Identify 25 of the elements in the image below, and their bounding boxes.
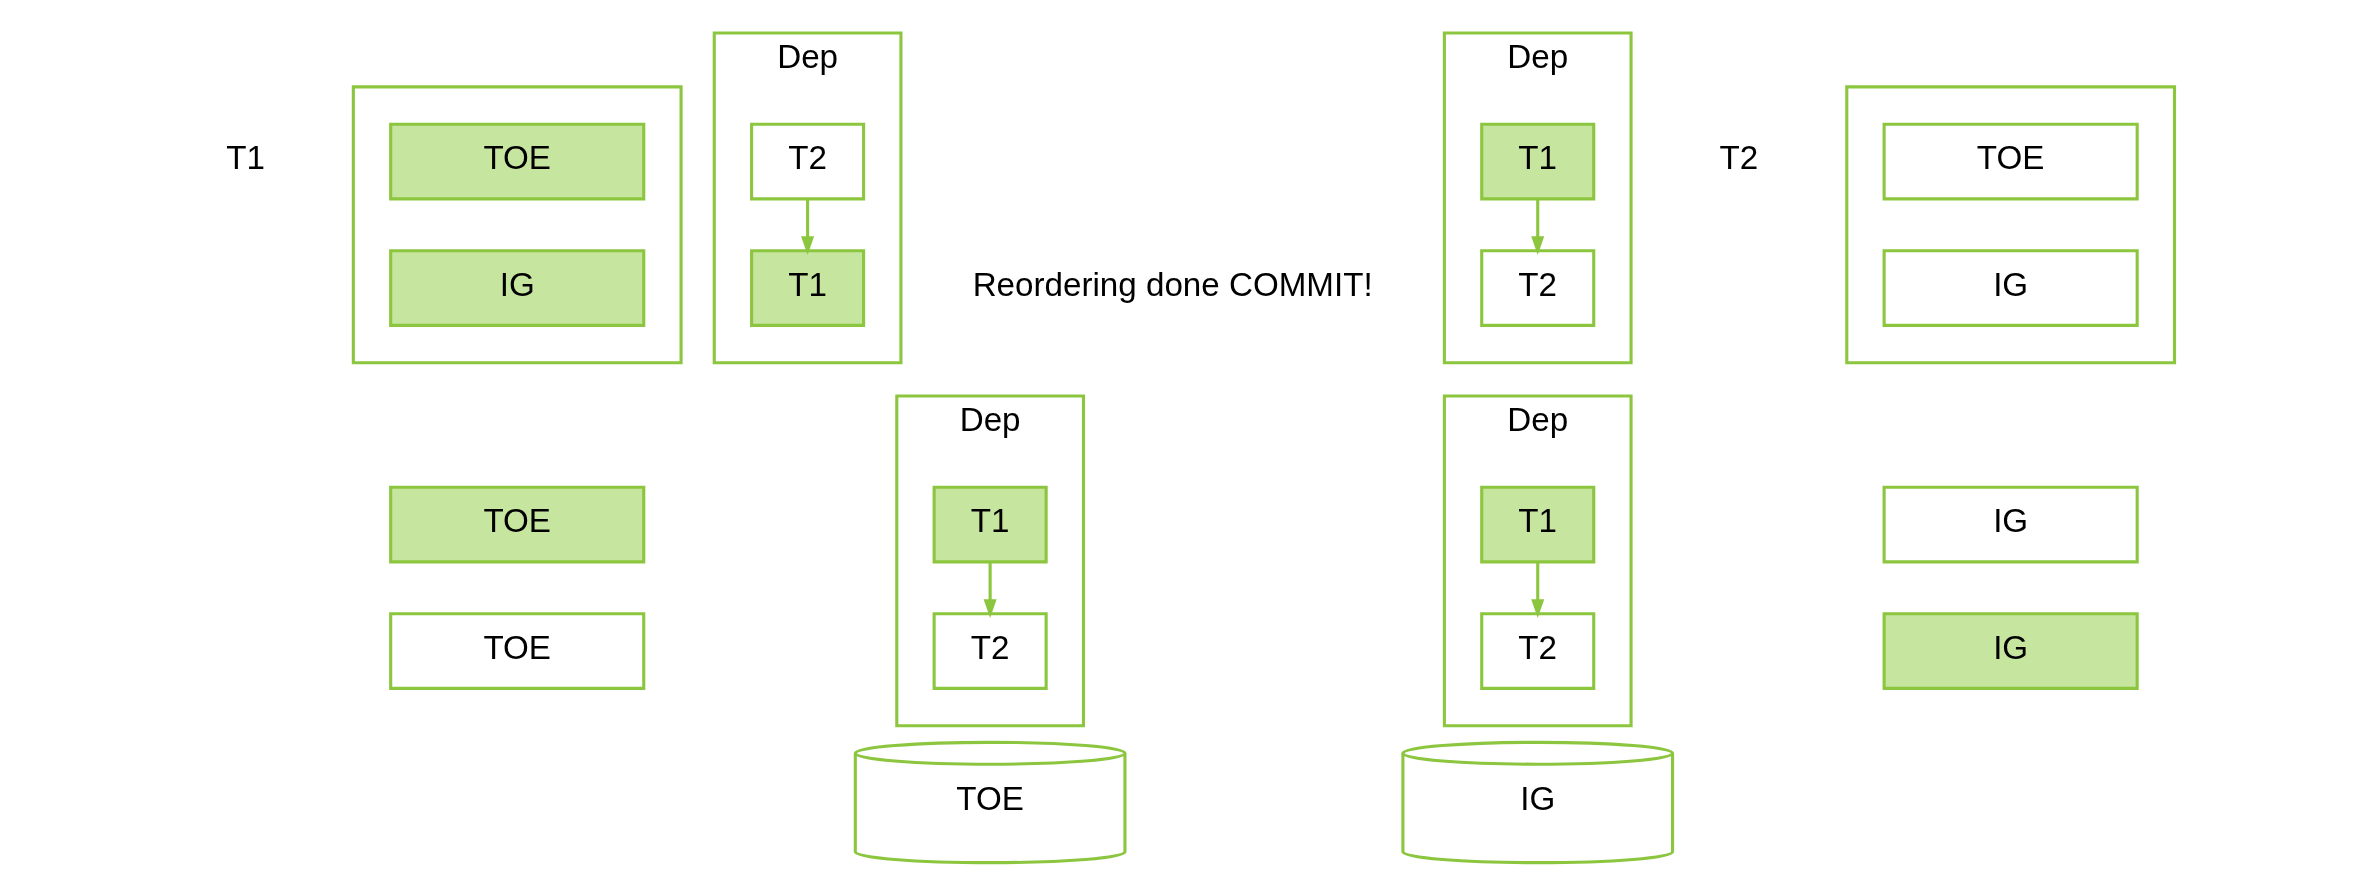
node-box: T2 <box>1480 612 1596 690</box>
label: Reordering done COMMIT! <box>972 265 1373 303</box>
node-box: T1 <box>750 249 866 327</box>
node-box: IG <box>389 249 646 327</box>
cluster <box>351 85 683 365</box>
node-box: T2 <box>1480 249 1596 327</box>
node-box: IG <box>1882 485 2139 564</box>
node-box: T1 <box>1480 485 1596 564</box>
arrow <box>1531 199 1545 255</box>
node-box: TOE <box>389 122 646 201</box>
node-box: TOE <box>1882 122 2139 201</box>
cluster <box>1845 85 2177 365</box>
node-label: T1 <box>226 139 265 177</box>
node-box: TOE <box>389 485 646 564</box>
node-label: T2 <box>1719 139 1759 177</box>
node-box: T1 <box>1480 122 1596 201</box>
node-box: IG <box>1882 612 2139 690</box>
node-box: T1 <box>932 485 1048 564</box>
arrow <box>1531 562 1545 618</box>
arrow <box>801 199 815 255</box>
node-box: TOE <box>389 612 646 690</box>
node-box: IG <box>1882 249 2139 327</box>
arrow <box>983 562 997 618</box>
node-box: T2 <box>750 122 866 201</box>
node-box: T2 <box>932 612 1048 690</box>
